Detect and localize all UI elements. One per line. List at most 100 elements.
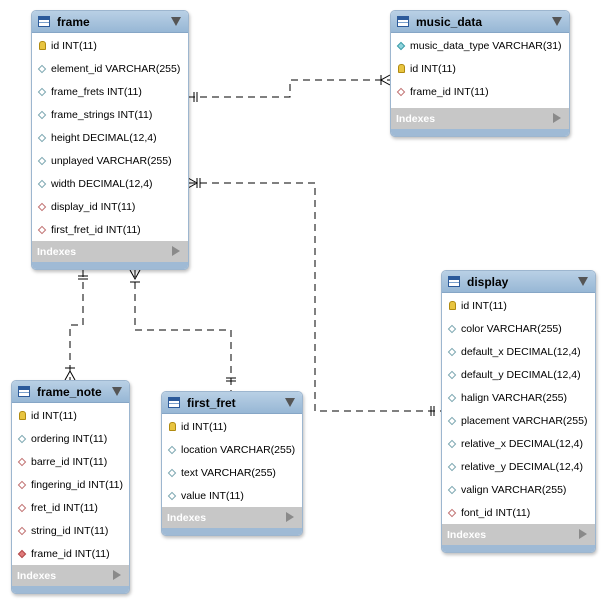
column-row[interactable]: font_id INT(11) bbox=[442, 501, 595, 524]
column-diamond-icon bbox=[447, 416, 457, 426]
expand-arrow-icon[interactable] bbox=[113, 570, 121, 580]
entity-header[interactable]: first_fret bbox=[162, 392, 302, 414]
entity-frame-note[interactable]: frame_note id INT(11) ordering INT(11) b… bbox=[11, 380, 130, 594]
expand-arrow-icon[interactable] bbox=[286, 512, 294, 522]
column-row[interactable]: default_x DECIMAL(12,4) bbox=[442, 340, 595, 363]
primary-key-icon bbox=[37, 41, 47, 51]
indexes-section[interactable]: Indexes bbox=[162, 507, 302, 528]
expand-arrow-icon[interactable] bbox=[172, 246, 180, 256]
entity-first-fret[interactable]: first_fret id INT(11) location VARCHAR(2… bbox=[161, 391, 303, 536]
cardinality-one-mark bbox=[226, 377, 236, 382]
column-row[interactable]: display_id INT(11) bbox=[32, 195, 188, 218]
column-diamond-icon bbox=[37, 64, 47, 74]
column-row[interactable]: frame_frets INT(11) bbox=[32, 80, 188, 103]
collapse-triangle-icon[interactable] bbox=[578, 277, 588, 286]
column-label: unplayed VARCHAR(255) bbox=[51, 154, 172, 167]
column-row[interactable]: frame_id INT(11) bbox=[391, 80, 569, 103]
entity-frame[interactable]: frame id INT(11) element_id VARCHAR(255)… bbox=[31, 10, 189, 270]
column-diamond-icon bbox=[17, 434, 27, 444]
column-row[interactable]: id INT(11) bbox=[162, 415, 302, 438]
column-label: width DECIMAL(12,4) bbox=[51, 177, 153, 190]
column-row[interactable]: id INT(11) bbox=[32, 34, 188, 57]
indexes-section[interactable]: Indexes bbox=[12, 565, 129, 586]
column-label: relative_y DECIMAL(12,4) bbox=[461, 460, 583, 473]
column-label: frame_id INT(11) bbox=[410, 85, 489, 98]
column-row[interactable]: fingering_id INT(11) bbox=[12, 473, 129, 496]
foreign-key-diamond-icon bbox=[17, 526, 27, 536]
column-row[interactable]: valign VARCHAR(255) bbox=[442, 478, 595, 501]
primary-key-icon bbox=[396, 64, 406, 74]
collapse-triangle-icon[interactable] bbox=[285, 398, 295, 407]
column-label: frame_frets INT(11) bbox=[51, 85, 142, 98]
collapse-triangle-icon[interactable] bbox=[112, 387, 122, 396]
column-row[interactable]: barre_id INT(11) bbox=[12, 450, 129, 473]
indexes-section[interactable]: Indexes bbox=[391, 108, 569, 129]
column-row[interactable]: frame_id INT(11) bbox=[12, 542, 129, 565]
column-label: placement VARCHAR(255) bbox=[461, 414, 588, 427]
indexes-section[interactable]: Indexes bbox=[32, 241, 188, 262]
column-row[interactable]: text VARCHAR(255) bbox=[162, 461, 302, 484]
column-label: string_id INT(11) bbox=[31, 524, 109, 537]
column-row[interactable]: halign VARCHAR(255) bbox=[442, 386, 595, 409]
column-label: element_id VARCHAR(255) bbox=[51, 62, 181, 75]
column-label: default_y DECIMAL(12,4) bbox=[461, 368, 581, 381]
column-row[interactable]: relative_x DECIMAL(12,4) bbox=[442, 432, 595, 455]
collapse-triangle-icon[interactable] bbox=[171, 17, 181, 26]
column-row[interactable]: relative_y DECIMAL(12,4) bbox=[442, 455, 595, 478]
column-label: frame_strings INT(11) bbox=[51, 108, 153, 121]
column-list: id INT(11) ordering INT(11) barre_id INT… bbox=[12, 403, 129, 565]
column-row[interactable]: id INT(11) bbox=[12, 404, 129, 427]
column-row[interactable]: frame_strings INT(11) bbox=[32, 103, 188, 126]
column-diamond-icon bbox=[167, 468, 177, 478]
entity-title: music_data bbox=[416, 14, 483, 29]
column-label: fret_id INT(11) bbox=[31, 501, 98, 514]
column-label: height DECIMAL(12,4) bbox=[51, 131, 157, 144]
column-row[interactable]: default_y DECIMAL(12,4) bbox=[442, 363, 595, 386]
collapse-triangle-icon[interactable] bbox=[552, 17, 562, 26]
column-list: id INT(11) color VARCHAR(255) default_x … bbox=[442, 293, 595, 524]
entity-title: frame_note bbox=[37, 384, 102, 399]
column-row[interactable]: first_fret_id INT(11) bbox=[32, 218, 188, 241]
column-row[interactable]: id INT(11) bbox=[391, 57, 569, 80]
column-row[interactable]: height DECIMAL(12,4) bbox=[32, 126, 188, 149]
column-row[interactable]: ordering INT(11) bbox=[12, 427, 129, 450]
entity-header[interactable]: frame bbox=[32, 11, 188, 33]
column-row[interactable]: music_data_type VARCHAR(31) bbox=[391, 34, 569, 57]
not-null-foreign-key-diamond-icon bbox=[17, 549, 27, 559]
column-row[interactable]: fret_id INT(11) bbox=[12, 496, 129, 519]
entity-header[interactable]: frame_note bbox=[12, 381, 129, 403]
primary-key-icon bbox=[447, 301, 457, 311]
column-row[interactable]: placement VARCHAR(255) bbox=[442, 409, 595, 432]
expand-arrow-icon[interactable] bbox=[553, 113, 561, 123]
expand-arrow-icon[interactable] bbox=[579, 529, 587, 539]
foreign-key-diamond-icon bbox=[17, 457, 27, 467]
indexes-label: Indexes bbox=[447, 528, 487, 541]
column-diamond-icon bbox=[167, 445, 177, 455]
entity-footer bbox=[391, 129, 569, 136]
column-list: id INT(11) element_id VARCHAR(255) frame… bbox=[32, 33, 188, 241]
column-row[interactable]: color VARCHAR(255) bbox=[442, 317, 595, 340]
entity-title: display bbox=[467, 274, 509, 289]
indexes-label: Indexes bbox=[37, 245, 77, 258]
foreign-key-diamond-icon bbox=[37, 225, 47, 235]
entity-header[interactable]: music_data bbox=[391, 11, 569, 33]
indexes-label: Indexes bbox=[167, 511, 207, 524]
column-diamond-icon bbox=[447, 347, 457, 357]
column-row[interactable]: value INT(11) bbox=[162, 484, 302, 507]
relationship-frame-first-fret bbox=[134, 270, 232, 391]
entity-display[interactable]: display id INT(11) color VARCHAR(255) de… bbox=[441, 270, 596, 553]
entity-music-data[interactable]: music_data music_data_type VARCHAR(31) i… bbox=[390, 10, 570, 137]
column-label: frame_id INT(11) bbox=[31, 547, 110, 560]
column-row[interactable]: element_id VARCHAR(255) bbox=[32, 57, 188, 80]
cardinality-one-mark bbox=[430, 406, 435, 416]
column-row[interactable]: unplayed VARCHAR(255) bbox=[32, 149, 188, 172]
primary-key-icon bbox=[17, 411, 27, 421]
column-row[interactable]: width DECIMAL(12,4) bbox=[32, 172, 188, 195]
column-row[interactable]: id INT(11) bbox=[442, 294, 595, 317]
entity-header[interactable]: display bbox=[442, 271, 595, 293]
table-icon bbox=[18, 386, 30, 397]
column-row[interactable]: location VARCHAR(255) bbox=[162, 438, 302, 461]
indexes-section[interactable]: Indexes bbox=[442, 524, 595, 545]
column-label: music_data_type VARCHAR(31) bbox=[410, 39, 562, 52]
column-row[interactable]: string_id INT(11) bbox=[12, 519, 129, 542]
